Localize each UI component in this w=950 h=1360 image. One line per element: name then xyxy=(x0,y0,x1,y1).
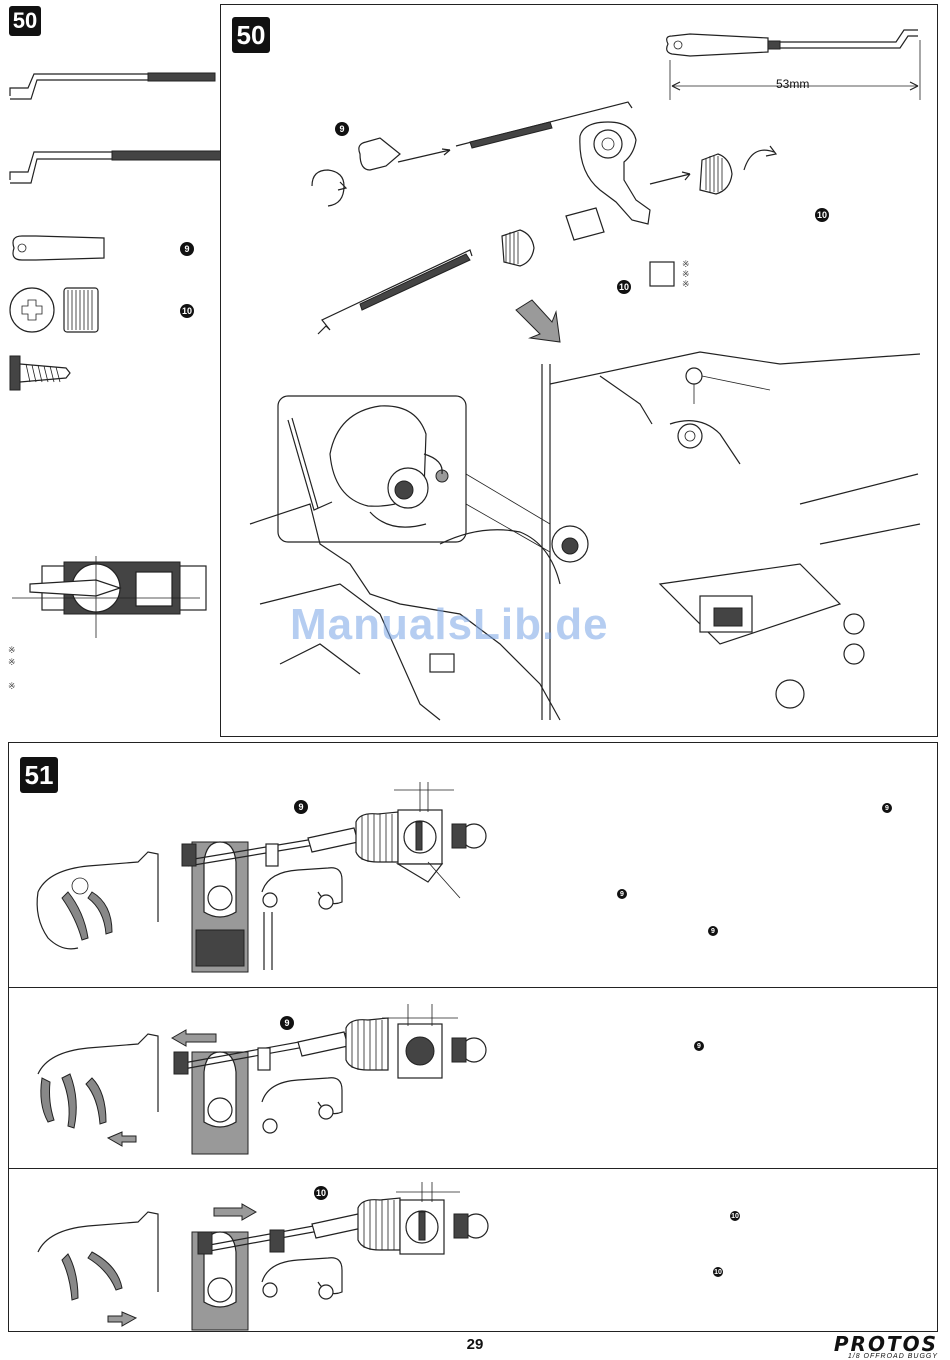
note-asterisk-1: ※ xyxy=(8,644,16,656)
dimension-53mm: 53mm xyxy=(776,77,809,91)
linkage-rod-long-illustration xyxy=(10,151,220,183)
zoom-inset xyxy=(278,396,550,552)
watermark: ManualsLib.de xyxy=(290,600,609,650)
part-10-callout: 10 xyxy=(180,304,194,318)
row3-callout-10: 10 xyxy=(314,1186,328,1200)
adjuster-nut-illustration xyxy=(10,288,98,332)
screw-illustration xyxy=(10,356,70,390)
row1-text-ref-9-c: 9 xyxy=(708,926,718,936)
part-9-callout: 9 xyxy=(180,242,194,256)
step51-illustrations xyxy=(8,742,528,1332)
row2-text-ref-9: 9 xyxy=(694,1041,704,1051)
step50-callout-10-a: 10 xyxy=(815,208,829,222)
row2-transmitter-brake xyxy=(38,1034,158,1146)
row3-servo-linkage xyxy=(192,1182,488,1330)
row1-transmitter-neutral xyxy=(37,852,158,949)
step50-callout-10-b: 10 xyxy=(617,280,631,294)
linkage-rod-short-illustration xyxy=(10,73,215,99)
row2-callout-9: 9 xyxy=(280,1016,294,1030)
row2-servo-linkage xyxy=(172,1004,486,1154)
row3-text-ref-10-a: 10 xyxy=(730,1211,740,1221)
down-arrow xyxy=(516,300,560,342)
note-asterisk-3: ※ xyxy=(8,680,16,692)
row1-text-ref-9-b: 9 xyxy=(617,889,627,899)
row3-transmitter-throttle xyxy=(38,1212,158,1326)
servo-topview-illustration xyxy=(12,556,206,638)
parts-column-illustrations xyxy=(0,0,220,740)
row3-text-ref-10-b: 10 xyxy=(713,1267,723,1277)
brand-tagline: 1/8 OFFROAD BUGGY xyxy=(834,1353,938,1360)
brand-logo: PROTOS 1/8 OFFROAD BUGGY xyxy=(834,1332,938,1360)
page-number: 29 xyxy=(0,1336,950,1353)
step50-callout-9: 9 xyxy=(335,122,349,136)
ball-end-illustration xyxy=(13,236,104,260)
row1-callout-9: 9 xyxy=(294,800,308,814)
step50-asterisk-3: ※ xyxy=(682,278,690,290)
exploded-linkage xyxy=(312,102,776,334)
note-asterisk-2: ※ xyxy=(8,656,16,668)
row1-servo-linkage xyxy=(182,782,486,972)
row1-text-ref-9-a: 9 xyxy=(882,803,892,813)
